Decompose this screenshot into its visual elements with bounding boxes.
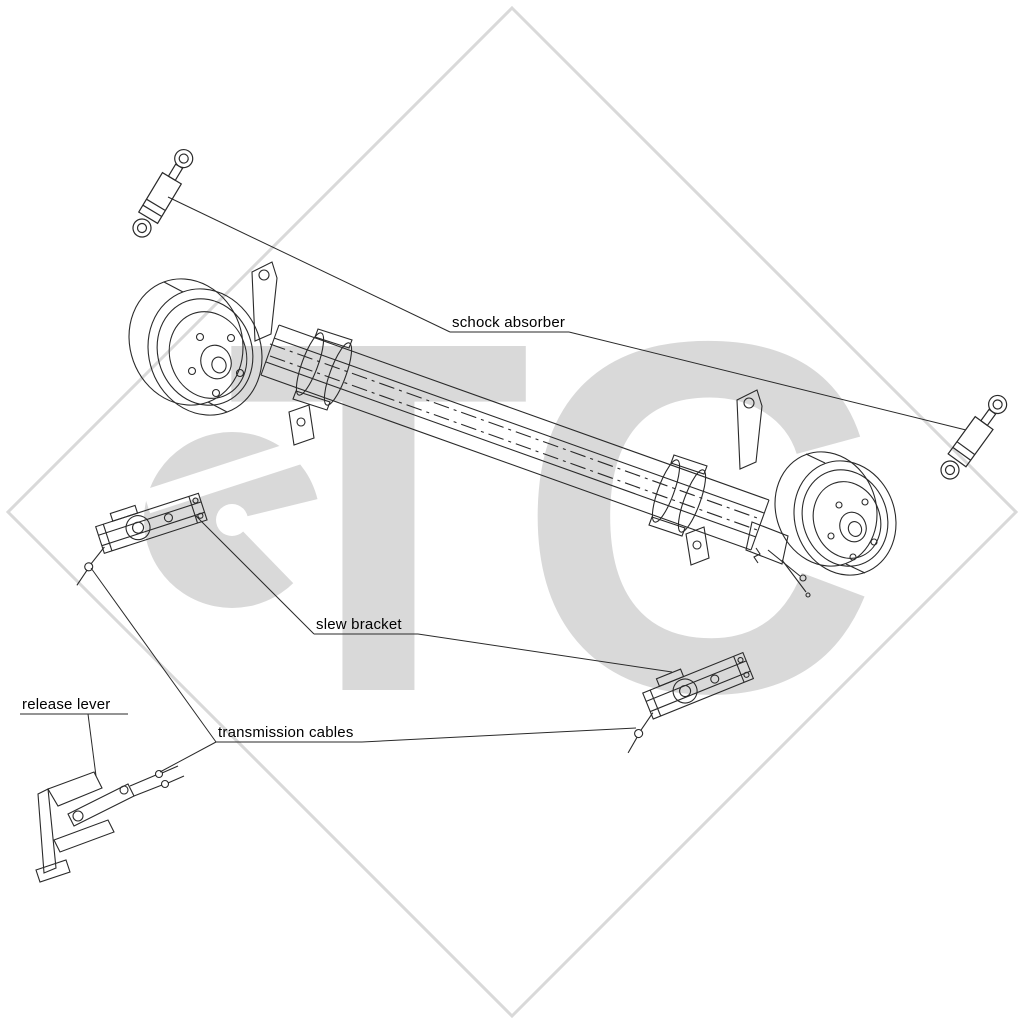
shock-absorber-top-left xyxy=(127,144,199,242)
label-transmission-cables: transmission cables xyxy=(218,724,354,741)
leader-shock-absorber xyxy=(167,196,967,431)
release-lever-assembly xyxy=(35,765,185,883)
brake-drum-right xyxy=(774,451,897,576)
brake-drum-left xyxy=(128,278,263,416)
leader-transmission-cables xyxy=(90,567,637,773)
label-shock-absorber: schock absorber xyxy=(452,314,566,331)
watermark-diamond xyxy=(5,5,1019,1019)
watermark: TC xyxy=(5,5,1019,1019)
label-slew-bracket: slew bracket xyxy=(316,616,402,633)
hanger-plate-right xyxy=(736,389,763,470)
axle-clamp-rings xyxy=(292,328,708,537)
leader-slew-bracket xyxy=(195,515,673,673)
watermark-logo-icon xyxy=(142,432,325,608)
brake-expander-right xyxy=(745,521,811,598)
hanger-plate-left xyxy=(251,261,278,342)
axle-tube xyxy=(260,324,770,551)
shock-mount-plate-right xyxy=(685,526,710,566)
transmission-cable-ends xyxy=(129,765,185,797)
label-release-lever: release lever xyxy=(22,696,111,713)
axle-assembly xyxy=(35,144,1013,883)
shock-mount-plate-left xyxy=(288,404,315,446)
callout-leader-lines xyxy=(20,196,967,777)
leader-release-lever xyxy=(20,713,128,777)
watermark-text: TC xyxy=(226,237,869,796)
